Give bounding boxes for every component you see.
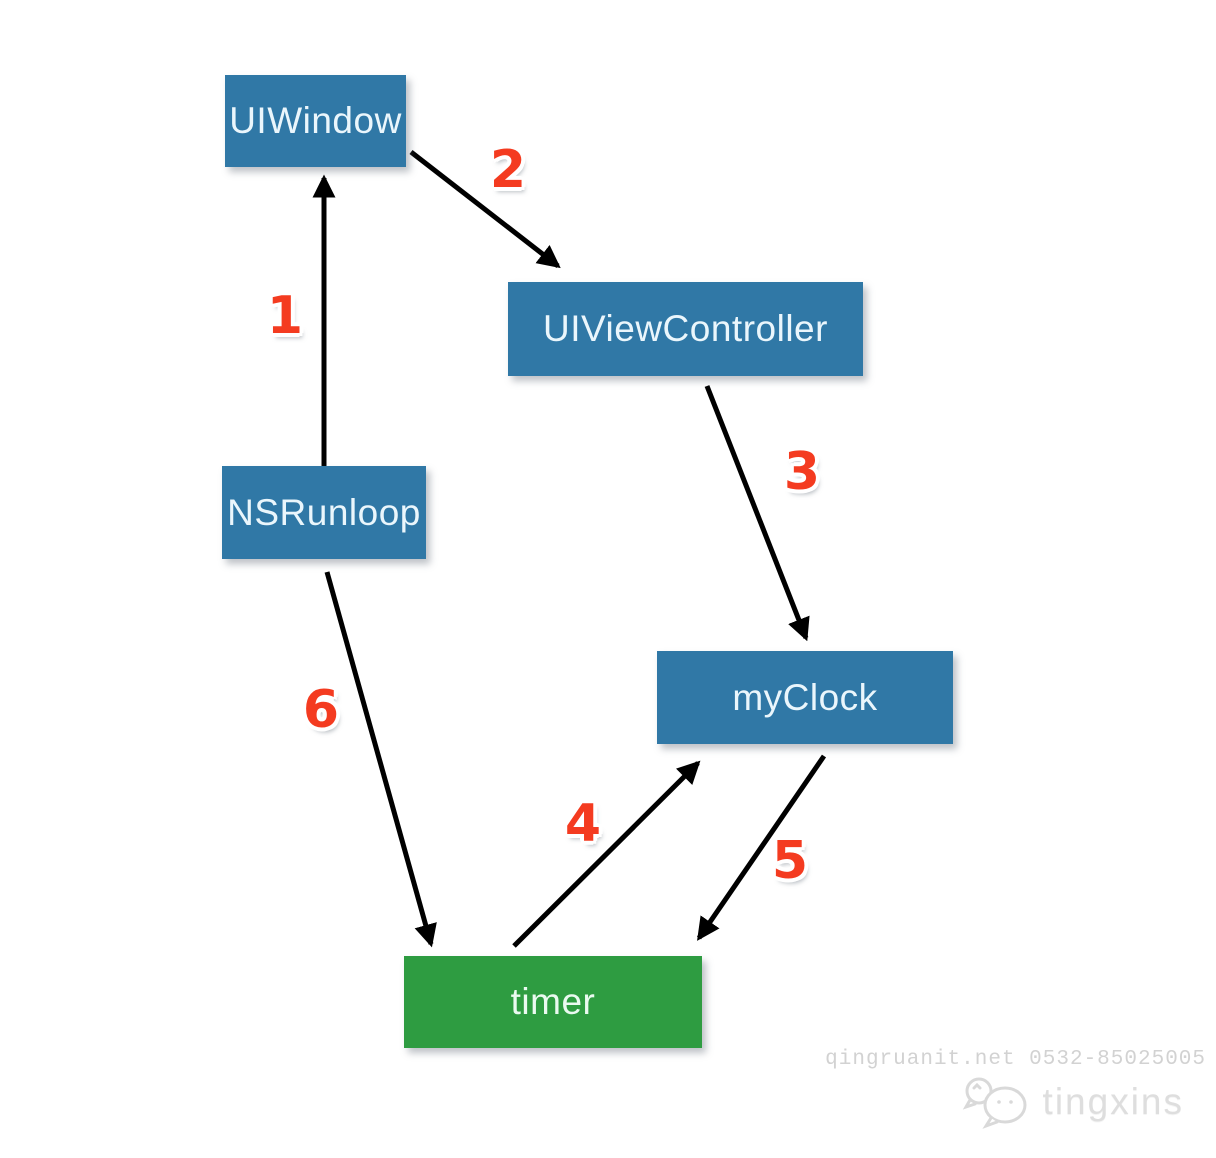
node-timer-label: timer (510, 981, 596, 1022)
watermark-brand-row: tingxins (825, 1075, 1184, 1129)
step-label-6: 6 (302, 680, 340, 740)
node-uiwindow: UIWindow (225, 75, 406, 167)
node-uiviewcontroller-label: UIViewController (543, 308, 828, 349)
watermark-contact-text: qingruanit.net 0532-85025005 (825, 1048, 1206, 1071)
watermark-brand-text: tingxins (1042, 1081, 1184, 1122)
chat-bubbles-logo-icon (962, 1077, 1027, 1129)
node-myclock-label: myClock (732, 676, 878, 718)
node-nsrunloop-label: NSRunloop (227, 491, 421, 533)
node-myclock: myClock (657, 651, 953, 744)
node-uiwindow-label: UIWindow (229, 100, 402, 141)
node-nsrunloop: NSRunloop (222, 466, 426, 559)
step-label-4: 4 (564, 794, 602, 854)
step-label-2: 2 (489, 140, 527, 200)
watermark: qingruanit.net 0532-85025005 tingxins (825, 1048, 1206, 1129)
node-timer: timer (404, 956, 702, 1048)
arrow-4-timer-to-myclock (512, 760, 701, 948)
step-label-5: 5 (771, 831, 809, 891)
arrow-3-uiviewcontroller-to-myclock (704, 385, 810, 642)
step-label-1: 1 (266, 286, 304, 346)
arrow-6-nsrunloop-to-timer (324, 571, 437, 948)
node-uiviewcontroller: UIViewController (508, 282, 863, 376)
arrow-5-myclock-to-timer (696, 754, 827, 941)
step-label-3: 3 (783, 442, 821, 502)
arrow-2-uiwindow-to-uiviewcontroller (409, 150, 561, 269)
